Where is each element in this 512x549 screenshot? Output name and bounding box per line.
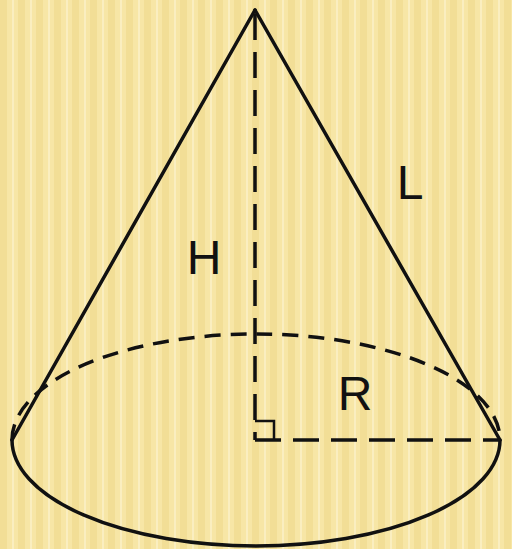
dimension-label: R bbox=[338, 370, 373, 418]
cone-side bbox=[255, 10, 500, 440]
dimension-label: L bbox=[397, 159, 424, 207]
base-front-arc bbox=[12, 440, 500, 546]
radius-line bbox=[255, 438, 500, 442]
cone-side bbox=[12, 10, 255, 440]
height-line bbox=[253, 14, 257, 440]
right-angle-mark bbox=[255, 421, 274, 440]
base-back-arc bbox=[12, 334, 500, 440]
dimension-label: H bbox=[187, 234, 222, 282]
